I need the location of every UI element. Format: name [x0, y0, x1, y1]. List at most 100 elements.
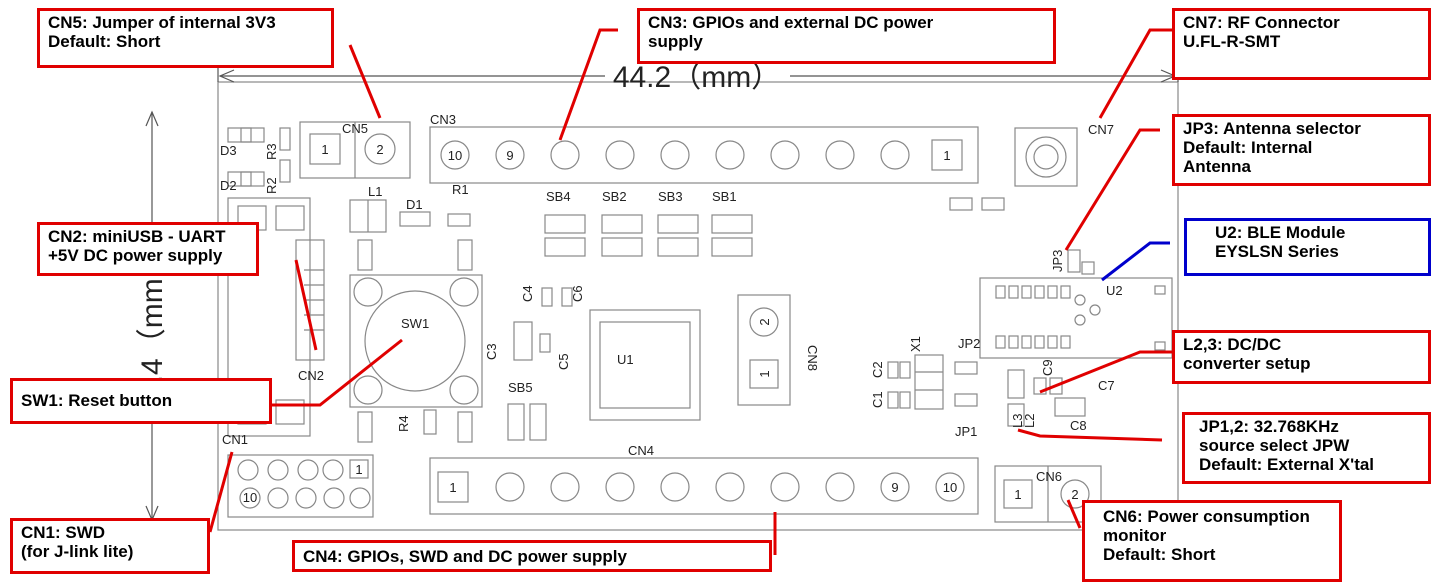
callout-cn1-line2: (for J-link lite) [21, 542, 134, 561]
silk-cn4: CN4 [628, 443, 654, 458]
callout-cn7: CN7: RF Connector U.FL-R-SMT [1172, 8, 1431, 80]
callout-cn2-line2: +5V DC power supply [48, 246, 223, 265]
silk-sw1: SW1 [401, 316, 429, 331]
callout-l23-line2: converter setup [1183, 354, 1311, 373]
callout-jp3: JP3: Antenna selector Default: Internal … [1172, 114, 1431, 186]
silk-cn6: CN6 [1036, 469, 1062, 484]
callout-u2: U2: BLE Module EYSLSN Series [1184, 218, 1431, 276]
silk-jp2: JP2 [958, 336, 980, 351]
silk-u2: U2 [1106, 283, 1123, 298]
pin-cn4-9: 9 [891, 480, 898, 495]
pin-cn5-1: 1 [321, 142, 328, 157]
silk-l2: L2 [1022, 414, 1037, 428]
pin-cn3-10: 10 [448, 148, 462, 163]
silk-cn3: CN3 [430, 112, 456, 127]
callout-cn4-line1: CN4: GPIOs, SWD and DC power supply [303, 547, 627, 566]
silk-sb4: SB4 [546, 189, 571, 204]
silk-l1: L1 [368, 184, 382, 199]
leader-jp12 [1017, 428, 1163, 442]
callout-cn3: CN3: GPIOs and external DC power supply [637, 8, 1056, 64]
leader-cn5 [348, 44, 382, 119]
leader-cn3 [558, 28, 618, 141]
silk-d1: D1 [406, 197, 423, 212]
silk-d3: D3 [220, 143, 237, 158]
callout-u2-line1: U2: BLE Module [1215, 223, 1346, 242]
callout-jp3-line3: Antenna [1183, 157, 1251, 176]
callout-cn5: CN5: Jumper of internal 3V3 Default: Sho… [37, 8, 334, 68]
leader-l23 [1039, 350, 1172, 394]
silk-c5: C5 [556, 353, 571, 370]
silk-c8: C8 [1070, 418, 1087, 433]
leader-u2 [1101, 241, 1170, 282]
silk-r1: R1 [452, 182, 469, 197]
callout-cn1: CN1: SWD (for J-link lite) [10, 518, 210, 574]
silk-c6: C6 [570, 285, 585, 302]
silk-cn1: CN1 [222, 432, 248, 447]
silk-c1: C1 [870, 391, 885, 408]
board-outline [217, 81, 1179, 531]
silk-cn7: CN7 [1088, 122, 1114, 137]
pin-cn4-10: 10 [943, 480, 957, 495]
silk-c2: C2 [870, 361, 885, 378]
silk-c7: C7 [1098, 378, 1115, 393]
silk-u1: U1 [617, 352, 634, 367]
silk-jp1: JP1 [955, 424, 977, 439]
pin-cn1-1: 1 [355, 462, 362, 477]
pin-cn4-1: 1 [449, 480, 456, 495]
callout-sw1-line1: SW1: Reset button [21, 391, 173, 410]
callout-cn6-line3: Default: Short [1103, 545, 1216, 564]
silk-sb2: SB2 [602, 189, 627, 204]
callout-jp12-line2: source select JPW [1199, 436, 1350, 455]
callout-cn7-line1: CN7: RF Connector [1183, 13, 1340, 32]
leader-cn2 [294, 259, 318, 351]
callout-cn4: CN4: GPIOs, SWD and DC power supply [292, 540, 772, 572]
callout-cn2: CN2: miniUSB - UART +5V DC power supply [37, 222, 259, 276]
callout-cn6-line1: CN6: Power consumption [1103, 507, 1310, 526]
pin-cn1-10: 10 [243, 490, 257, 505]
silk-r3: R3 [264, 143, 279, 160]
leader-cn6 [1066, 499, 1082, 529]
leader-jp3 [1064, 128, 1160, 251]
callout-cn5-line2: Default: Short [48, 32, 161, 51]
silk-c9: C9 [1040, 359, 1055, 376]
silk-jp3: JP3 [1050, 250, 1065, 272]
callout-jp3-line1: JP3: Antenna selector [1183, 119, 1361, 138]
callout-cn3-line1: CN3: GPIOs and external DC power [648, 13, 934, 32]
silk-c3: C3 [484, 343, 499, 360]
leader-cn7 [1098, 28, 1172, 119]
silk-c4: C4 [520, 285, 535, 302]
silk-x1: X1 [908, 336, 923, 352]
callout-jp12-line1: JP1,2: 32.768KHz [1199, 417, 1339, 436]
callout-l23: L2,3: DC/DC converter setup [1172, 330, 1431, 384]
silk-sb5: SB5 [508, 380, 533, 395]
width-dimension-label: 44.2（mm） [613, 61, 781, 94]
silk-r4: R4 [396, 415, 411, 432]
silk-r2: R2 [264, 177, 279, 194]
silk-l3: L3 [1010, 414, 1025, 428]
silk-sb1: SB1 [712, 189, 737, 204]
callout-cn5-line1: CN5: Jumper of internal 3V3 [48, 13, 276, 32]
silk-d2: D2 [220, 178, 237, 193]
callout-cn2-line1: CN2: miniUSB - UART [48, 227, 226, 246]
pin-cn6-2: 2 [1071, 487, 1078, 502]
callout-jp12: JP1,2: 32.768KHz source select JPW Defau… [1182, 412, 1431, 484]
callout-jp12-line3: Default: External X'tal [1199, 455, 1375, 474]
pin-cn6-1: 1 [1014, 487, 1021, 502]
callout-cn6-line2: monitor [1103, 526, 1167, 545]
pin-cn8-2: 2 [757, 318, 772, 325]
leader-sw1 [272, 338, 403, 407]
callout-l23-line1: L2,3: DC/DC [1183, 335, 1282, 354]
pin-cn3-1: 1 [943, 148, 950, 163]
silk-cn2: CN2 [298, 368, 324, 383]
pin-cn8-1: 1 [757, 370, 772, 377]
callout-cn3-line2: supply [648, 32, 703, 51]
callout-cn1-line1: CN1: SWD [21, 523, 106, 542]
callout-u2-line2: EYSLSN Series [1215, 242, 1339, 261]
pin-cn3-9: 9 [506, 148, 513, 163]
callout-cn7-line2: U.FL-R-SMT [1183, 32, 1281, 51]
silk-cn8: CN8 [805, 345, 820, 371]
callout-cn6: CN6: Power consumption monitor Default: … [1082, 500, 1342, 582]
callout-jp3-line2: Default: Internal [1183, 138, 1313, 157]
silk-cn5: CN5 [342, 121, 368, 136]
